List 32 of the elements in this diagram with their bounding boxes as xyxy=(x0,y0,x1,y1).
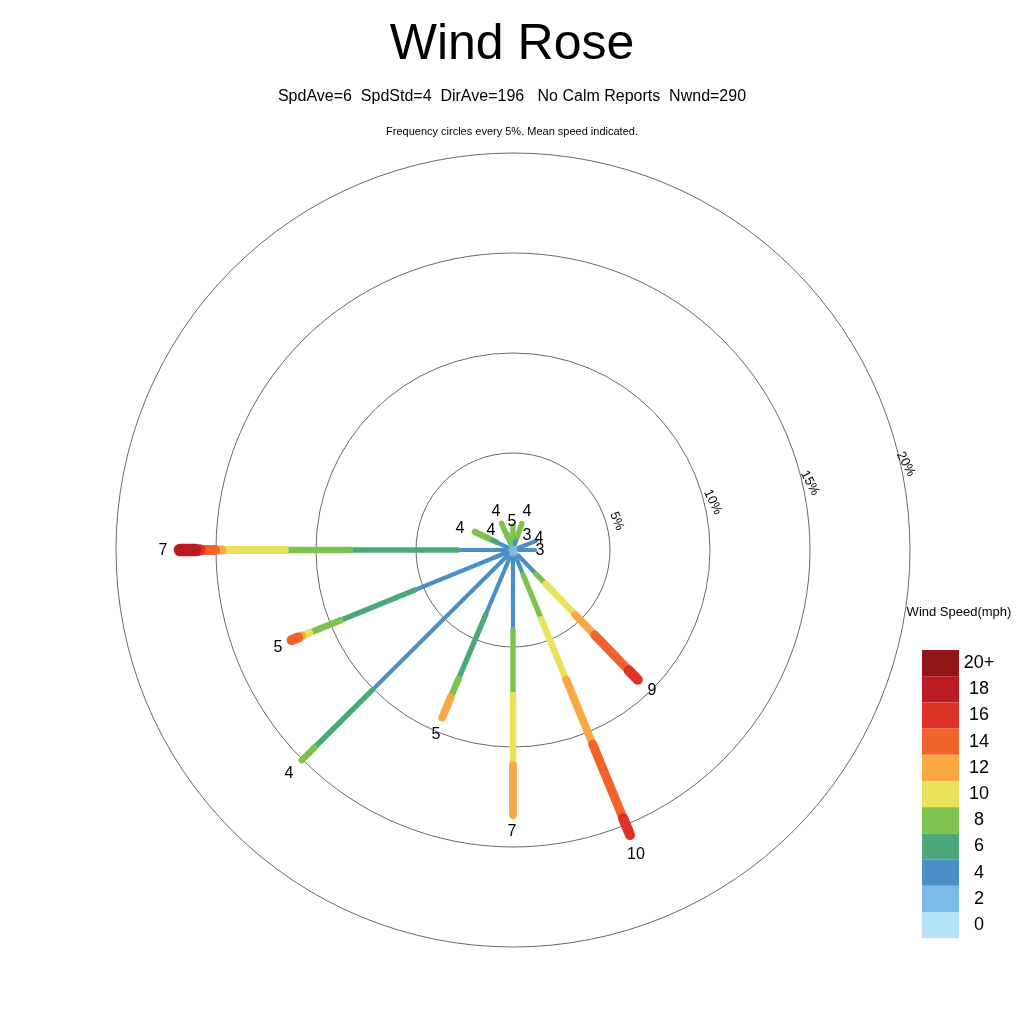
mean-speed-label: 5 xyxy=(273,638,283,656)
stats-text: SpdAve=6 SpdStd=4 DirAve=196 No Calm Reports Nwnd=290 xyxy=(277,87,747,105)
mean-speed-label: 4 xyxy=(491,502,501,520)
note-text: Frequency circles every 5%. Mean speed indicated. xyxy=(386,124,638,138)
legend-label: 12 xyxy=(969,757,989,778)
mean-speed-label: 4 xyxy=(455,519,465,537)
mean-speed-label: 5 xyxy=(507,512,517,530)
legend-label: 20+ xyxy=(963,653,995,673)
mean-speed-label: 4 xyxy=(522,502,532,520)
mean-speed-label: 5 xyxy=(431,725,441,743)
legend-label: 2 xyxy=(974,888,984,909)
chart-title: Wind Rose xyxy=(389,14,635,70)
legend-label: 8 xyxy=(974,810,984,831)
legend-label: 16 xyxy=(969,705,989,726)
ring-label: 5% xyxy=(606,509,628,533)
legend-label: 18 xyxy=(969,679,989,700)
mean-speed-label: 4 xyxy=(486,521,496,539)
mean-speed-label: 10 xyxy=(627,845,645,863)
mean-speed-label: 9 xyxy=(647,681,657,699)
legend-label: 4 xyxy=(974,862,984,883)
legend-label: 6 xyxy=(974,836,984,857)
legend-label: 0 xyxy=(974,915,984,935)
mean-speed-label: 3 xyxy=(522,526,532,544)
ring-label: 10% xyxy=(700,487,726,517)
ring-label: 20% xyxy=(893,449,919,479)
legend-heading: Wind Speed(mph) xyxy=(906,604,1012,620)
mean-speed-label: 4 xyxy=(284,764,294,782)
ring-label: 15% xyxy=(797,468,823,498)
legend-label: 10 xyxy=(969,784,989,804)
legend-label: 14 xyxy=(969,731,989,752)
mean-speed-label: 7 xyxy=(507,822,517,840)
mean-speed-label: 7 xyxy=(158,541,168,559)
